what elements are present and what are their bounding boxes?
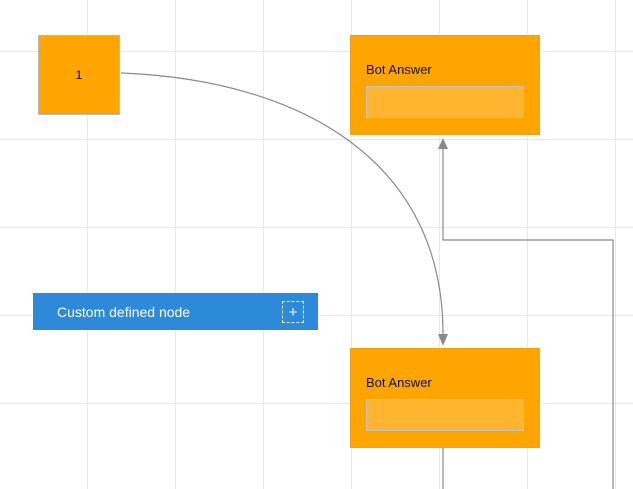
add-port-button[interactable]: +: [282, 301, 304, 323]
plus-icon: +: [288, 303, 298, 321]
bot-answer-bottom-input[interactable]: [366, 399, 524, 431]
bot-answer-bottom-title: Bot Answer: [366, 375, 432, 390]
connector-curve-arrowhead: [438, 334, 448, 346]
bot-answer-node-top[interactable]: Bot Answer: [350, 35, 540, 135]
bot-answer-node-bottom[interactable]: Bot Answer: [350, 348, 540, 448]
connector-orthogonal[interactable]: [442, 149, 614, 489]
bot-answer-top-title: Bot Answer: [366, 62, 432, 77]
connector-curve[interactable]: [120, 72, 444, 335]
custom-defined-node[interactable]: Custom defined node +: [33, 293, 318, 330]
custom-node-label: Custom defined node: [57, 303, 191, 320]
start-node-label: 1: [75, 68, 83, 82]
start-node[interactable]: 1: [38, 35, 120, 115]
bot-answer-top-input[interactable]: [366, 86, 524, 118]
connector-orthogonal-arrowhead: [438, 138, 448, 149]
